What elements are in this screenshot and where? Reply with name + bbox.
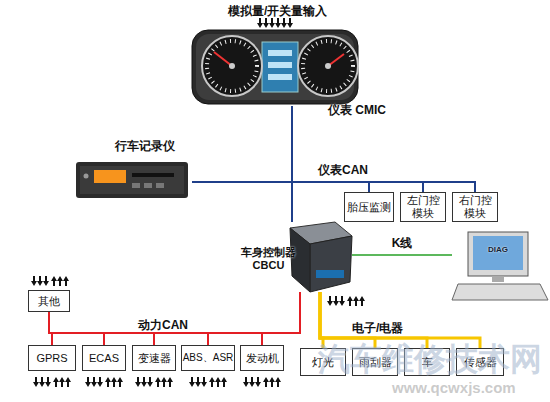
- module-box: 传感器: [456, 348, 504, 376]
- module-box: GPRS: [28, 345, 76, 371]
- box-label: 发动机: [246, 352, 279, 365]
- bus-connector: [192, 182, 292, 222]
- display-line: [268, 50, 292, 56]
- bus-connector: [292, 182, 475, 222]
- box-label: 左门控模块: [406, 194, 440, 219]
- bus-connector: [291, 106, 293, 222]
- box-label: GPRS: [36, 352, 67, 365]
- bus-connector: [104, 292, 300, 345]
- bus-connector: [352, 254, 452, 256]
- bus-connector: [262, 292, 300, 345]
- bus-connector: [320, 292, 375, 348]
- bus-label: 仪表CAN: [318, 162, 368, 179]
- input-label: 模拟量/开关量输入: [228, 3, 327, 20]
- module-box: 胎压监测: [344, 192, 394, 222]
- recorder-body: [76, 162, 188, 198]
- module-box: 左门控模块: [400, 192, 446, 222]
- box-label: ECAS: [89, 352, 119, 365]
- diagnostic-computer: [452, 232, 548, 300]
- bus-connector: [208, 292, 300, 345]
- device-label: 行车记录仪: [112, 140, 178, 154]
- box-label: 雨刮器: [359, 356, 392, 369]
- bus-connector: [154, 292, 300, 345]
- module-box: ECAS: [82, 345, 126, 371]
- bus-label: 电子/电器: [352, 320, 403, 337]
- button: [84, 174, 89, 179]
- signal-arrows: [257, 18, 293, 28]
- box-label: 其他: [38, 295, 60, 308]
- box-label: 车: [422, 356, 433, 369]
- box-label: ABS、ASR: [183, 352, 234, 364]
- cluster-display: [262, 42, 298, 92]
- button: [132, 183, 140, 188]
- device-label: 仪表 CMIC: [322, 104, 392, 118]
- display-line: [268, 74, 292, 80]
- gauge: [202, 36, 262, 96]
- controller-front: [310, 236, 352, 292]
- box-label: 胎压监测: [347, 201, 391, 214]
- watermark: www.qcwxjs.com: [392, 379, 516, 396]
- monitor: [468, 232, 528, 276]
- bus-connector: [49, 292, 300, 333]
- module-box: 变速器: [132, 345, 176, 371]
- module-box: ABS、ASR: [181, 345, 235, 371]
- instrument-cluster: [192, 30, 358, 104]
- gauge-ticks: [303, 41, 353, 91]
- display-line: [268, 62, 292, 68]
- box-label: 灯光: [312, 356, 334, 369]
- button: [156, 183, 164, 188]
- gauge-needle: [214, 52, 232, 66]
- controller-unit: [290, 222, 352, 292]
- module-box: 雨刮器: [352, 348, 398, 376]
- instrument-cluster: 仪表 CMIC: [190, 28, 360, 106]
- bus-connector: [320, 292, 323, 348]
- box-label: 右门控模块: [458, 194, 492, 219]
- gauge-hub: [229, 63, 235, 69]
- bus-connector: [320, 292, 480, 348]
- recorder-display: [94, 170, 126, 183]
- tachograph: 行车记录仪: [68, 140, 192, 202]
- card-slot: [132, 173, 174, 177]
- line-label: K线: [392, 235, 413, 252]
- tachograph: [76, 162, 188, 198]
- recorder-face: [80, 166, 184, 194]
- gauge: [298, 36, 358, 96]
- signal-arrows: [31, 276, 69, 286]
- signal-arrows: [33, 377, 71, 387]
- bus-connector: [52, 292, 300, 345]
- bus-label: 动力CAN: [138, 317, 188, 334]
- device-label: DIAG: [478, 245, 518, 254]
- module-box: 发动机: [240, 345, 284, 371]
- module-box: 右门控模块: [452, 192, 498, 222]
- signal-arrows: [135, 377, 173, 387]
- keyboard: [452, 284, 548, 300]
- controller-side: [290, 228, 310, 292]
- signal-arrows: [189, 377, 227, 387]
- cluster-body: [192, 30, 358, 104]
- module-box: 其他: [28, 290, 70, 312]
- module-box: 灯光: [300, 348, 346, 376]
- device-label: 车身控制器 CBCU: [240, 246, 297, 271]
- bus-connector: [320, 292, 427, 348]
- monitor-stand: [492, 276, 504, 282]
- box-label: 变速器: [138, 352, 171, 365]
- module-box: 车: [404, 348, 450, 376]
- signal-arrows: [327, 296, 365, 306]
- signal-arrows: [85, 377, 123, 387]
- signal-arrows: [243, 377, 281, 387]
- button: [144, 183, 152, 188]
- box-label: 传感器: [464, 356, 497, 369]
- connector: [316, 270, 344, 278]
- gauge-hub: [325, 63, 331, 69]
- body-controller: 车身控制器 CBCU: [240, 222, 352, 292]
- gauge-ticks: [207, 41, 257, 91]
- diagnostic-computer: DIAG: [452, 228, 548, 304]
- screen: [473, 236, 523, 270]
